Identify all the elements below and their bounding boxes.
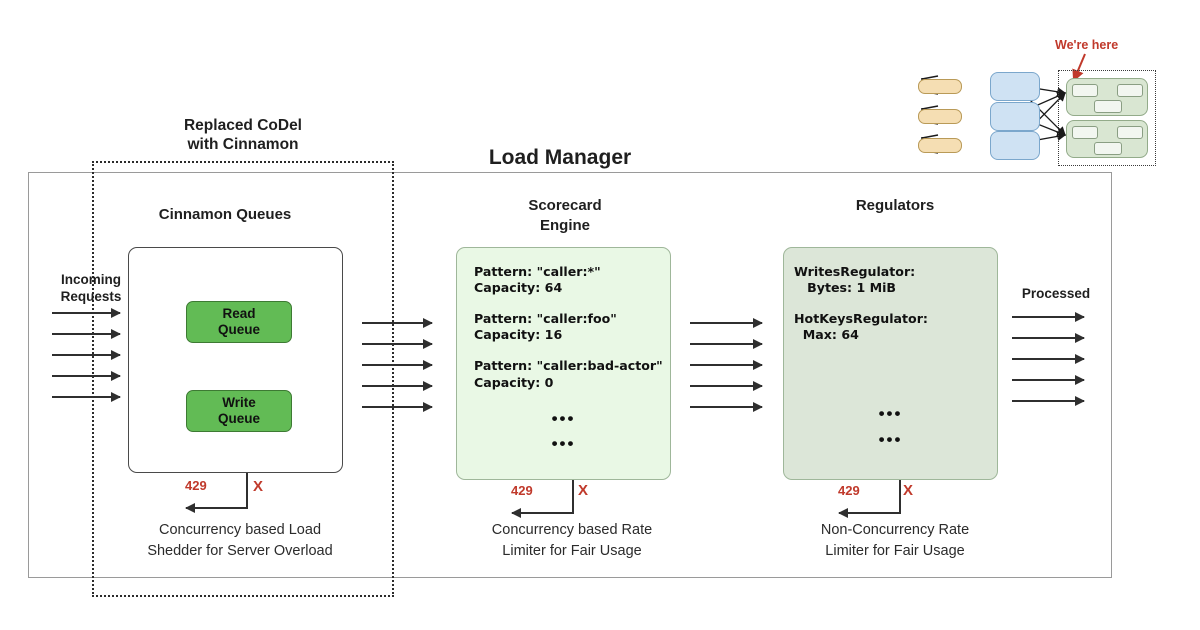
write-queue-chip[interactable]: Write Queue — [186, 390, 292, 432]
flow-arrow — [362, 339, 433, 349]
mini-node — [1072, 84, 1098, 97]
load-manager-frame — [28, 172, 1112, 578]
mini-node — [1094, 142, 1122, 155]
reject-path-scorecard — [506, 480, 596, 520]
scorecard-entry: Pattern: "caller:foo" Capacity: 16 — [474, 311, 617, 343]
flow-arrow — [52, 371, 121, 381]
caption-regulators: Non-Concurrency Rate Limiter for Fair Us… — [820, 522, 970, 560]
flow-arrow — [690, 360, 763, 370]
mini-client-pill — [918, 79, 962, 94]
flow-arrow — [690, 381, 763, 391]
reject-code-cinnamon: 429 — [185, 478, 207, 493]
mini-node — [1117, 84, 1143, 97]
reject-line — [572, 480, 574, 514]
ellipsis: ••• — [878, 429, 903, 449]
mini-client-pill — [918, 138, 962, 153]
incoming-requests-label: Incoming Requests — [60, 272, 122, 304]
mini-node — [1072, 126, 1098, 139]
reject-mark-regulators: X — [903, 482, 914, 499]
queues-to-scorecard-arrow-group — [362, 318, 442, 412]
processed-arrow-group — [1012, 312, 1094, 406]
mini-storage-cluster — [1066, 78, 1148, 116]
cinnamon-queues-box: Read Queue Write Queue — [128, 247, 343, 473]
flow-arrow — [52, 392, 121, 402]
reject-mark-cinnamon: X — [253, 478, 264, 495]
caption-scorecard-engine: Concurrency based Rate Limiter for Fair … — [491, 522, 653, 560]
mini-client-pill — [918, 109, 962, 124]
flow-arrow — [1012, 375, 1085, 385]
reject-line — [899, 480, 901, 514]
flow-arrow — [690, 402, 763, 412]
flow-arrow — [362, 381, 433, 391]
reject-line — [185, 503, 248, 513]
scorecard-entry: Pattern: "caller:bad-actor" Capacity: 0 — [474, 358, 663, 390]
were-here-label: We're here — [1055, 38, 1119, 52]
reject-code-scorecard: 429 — [511, 483, 533, 498]
flow-arrow — [690, 318, 763, 328]
regulator-entry: HotKeysRegulator: Max: 64 — [794, 311, 928, 343]
mini-node — [1117, 126, 1143, 139]
scorecard-entry: Pattern: "caller:*" Capacity: 64 — [474, 264, 601, 296]
flow-arrow — [1012, 354, 1085, 364]
read-queue-chip[interactable]: Read Queue — [186, 301, 292, 343]
mini-storage-cluster — [1066, 120, 1148, 158]
incoming-arrow-group — [52, 308, 130, 402]
mini-proxy-node — [990, 131, 1040, 160]
regulator-entry: WritesRegulator: Bytes: 1 MiB — [794, 264, 916, 296]
reject-line — [838, 508, 901, 518]
mini-proxy-node — [990, 102, 1040, 131]
regulators-box: WritesRegulator: Bytes: 1 MiB HotKeysReg… — [783, 247, 998, 480]
flow-arrow — [52, 308, 121, 318]
reject-mark-scorecard: X — [578, 482, 589, 499]
column-title-scorecard-engine: Scorecard Engine — [528, 197, 602, 234]
page-title: Load Manager — [488, 146, 632, 169]
reject-line — [246, 473, 248, 509]
reject-code-regulators: 429 — [838, 483, 860, 498]
flow-arrow — [690, 339, 763, 349]
flow-arrow — [1012, 333, 1085, 343]
flow-arrow — [52, 350, 121, 360]
flow-arrow — [1012, 396, 1085, 406]
cinnamon-dotted-region — [92, 161, 394, 597]
reject-path-regulators — [833, 480, 923, 520]
column-title-regulators: Regulators — [855, 197, 935, 214]
scorecard-to-regulators-arrow-group — [690, 318, 772, 412]
reject-line — [511, 508, 574, 518]
replaced-codel-note: Replaced CoDel with Cinnamon — [183, 117, 302, 154]
flow-arrow — [1012, 312, 1085, 322]
caption-cinnamon-queues: Concurrency based Load Shedder for Serve… — [147, 522, 333, 560]
flow-arrow — [52, 329, 121, 339]
ellipsis: ••• — [878, 404, 903, 424]
processed-label: Processed — [1021, 286, 1091, 301]
reject-path-cinnamon — [180, 473, 270, 513]
mini-architecture-diagram: We're here — [900, 38, 1190, 166]
scorecard-engine-box: Pattern: "caller:*" Capacity: 64 Pattern… — [456, 247, 671, 480]
ellipsis: ••• — [551, 408, 576, 428]
column-title-cinnamon-queues: Cinnamon Queues — [158, 206, 292, 223]
ellipsis: ••• — [551, 434, 576, 454]
mini-storage-group — [1058, 70, 1156, 166]
mini-proxy-node — [990, 72, 1040, 101]
flow-arrow — [362, 402, 433, 412]
mini-node — [1094, 100, 1122, 113]
flow-arrow — [362, 318, 433, 328]
flow-arrow — [362, 360, 433, 370]
